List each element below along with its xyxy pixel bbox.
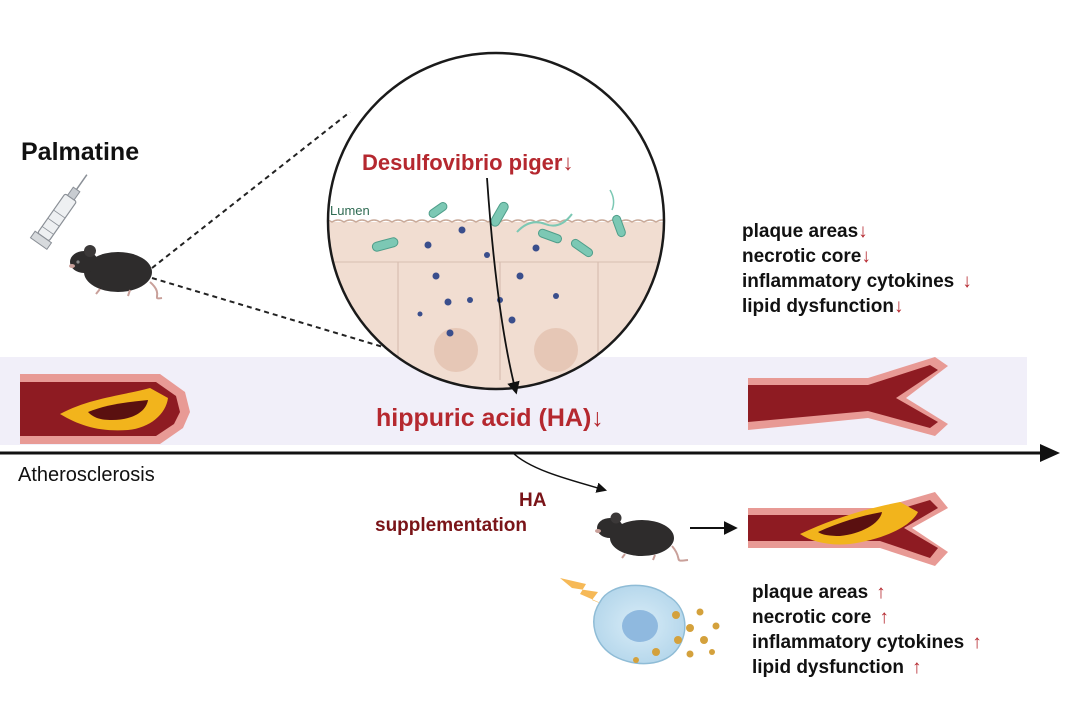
down-arrow-icon: ↓ <box>562 150 574 175</box>
metabolite-name: hippuric acid (HA) <box>376 404 592 432</box>
bacterium-label: Desulfovibrio piger↓ <box>362 150 573 176</box>
cell-nucleus <box>534 328 578 372</box>
axis-arrowhead <box>1040 444 1060 462</box>
artery-diseased-left <box>20 374 190 444</box>
outcomes-supplemented: plaque areas↑ necrotic core↑ inflammator… <box>752 580 982 680</box>
up-arrow-icon: ↑ <box>879 607 889 628</box>
macrophage-icon <box>593 584 720 665</box>
metabolite-label: hippuric acid (HA)↓ <box>376 404 604 433</box>
drug-label: Palmatine <box>21 138 140 166</box>
lumen-label: Lumen <box>330 203 370 218</box>
mouse-icon <box>595 512 689 562</box>
outcome-row: plaque areas↓ <box>742 221 868 242</box>
supplementation-line2: supplementation <box>375 515 528 536</box>
arrow-bacteria-to-ha <box>486 177 520 395</box>
down-arrow-icon: ↓ <box>894 296 904 317</box>
down-arrow-icon: ↓ <box>591 404 604 432</box>
bacterium-name: Desulfovibrio piger <box>362 150 563 175</box>
down-arrow-icon: ↓ <box>861 246 871 267</box>
arrow-to-supplementation <box>511 451 608 493</box>
outcome-row: plaque areas↑ <box>752 582 886 603</box>
syringe-icon <box>29 174 88 250</box>
outcome-row: inflammatory cytokines↓ <box>742 271 972 292</box>
axis-label: Atherosclerosis <box>18 464 155 486</box>
outcome-row: lipid dysfunction↓ <box>742 296 904 317</box>
mouse-icon <box>69 245 163 300</box>
zoom-line-bottom <box>151 277 421 359</box>
up-arrow-icon: ↑ <box>972 632 982 653</box>
outcomes-treated: plaque areas↓ necrotic core↓ inflammator… <box>742 219 972 319</box>
outcome-row: necrotic core↑ <box>752 607 889 628</box>
up-arrow-icon: ↑ <box>876 582 886 603</box>
down-arrow-icon: ↓ <box>962 271 972 292</box>
up-arrow-icon: ↑ <box>912 657 922 678</box>
artery-diseased-right <box>748 492 948 566</box>
outcome-row: inflammatory cytokines↑ <box>752 632 982 653</box>
supplementation-line1: HA <box>519 490 547 511</box>
down-arrow-icon: ↓ <box>858 221 868 242</box>
lightning-icon <box>560 578 612 608</box>
artery-healthy <box>748 357 948 436</box>
cell-nucleus <box>434 328 478 372</box>
zoom-line-top <box>151 111 351 269</box>
bacteria-icon <box>371 201 626 258</box>
outcome-row: lipid dysfunction↑ <box>752 657 922 678</box>
outcome-row: necrotic core↓ <box>742 246 871 267</box>
